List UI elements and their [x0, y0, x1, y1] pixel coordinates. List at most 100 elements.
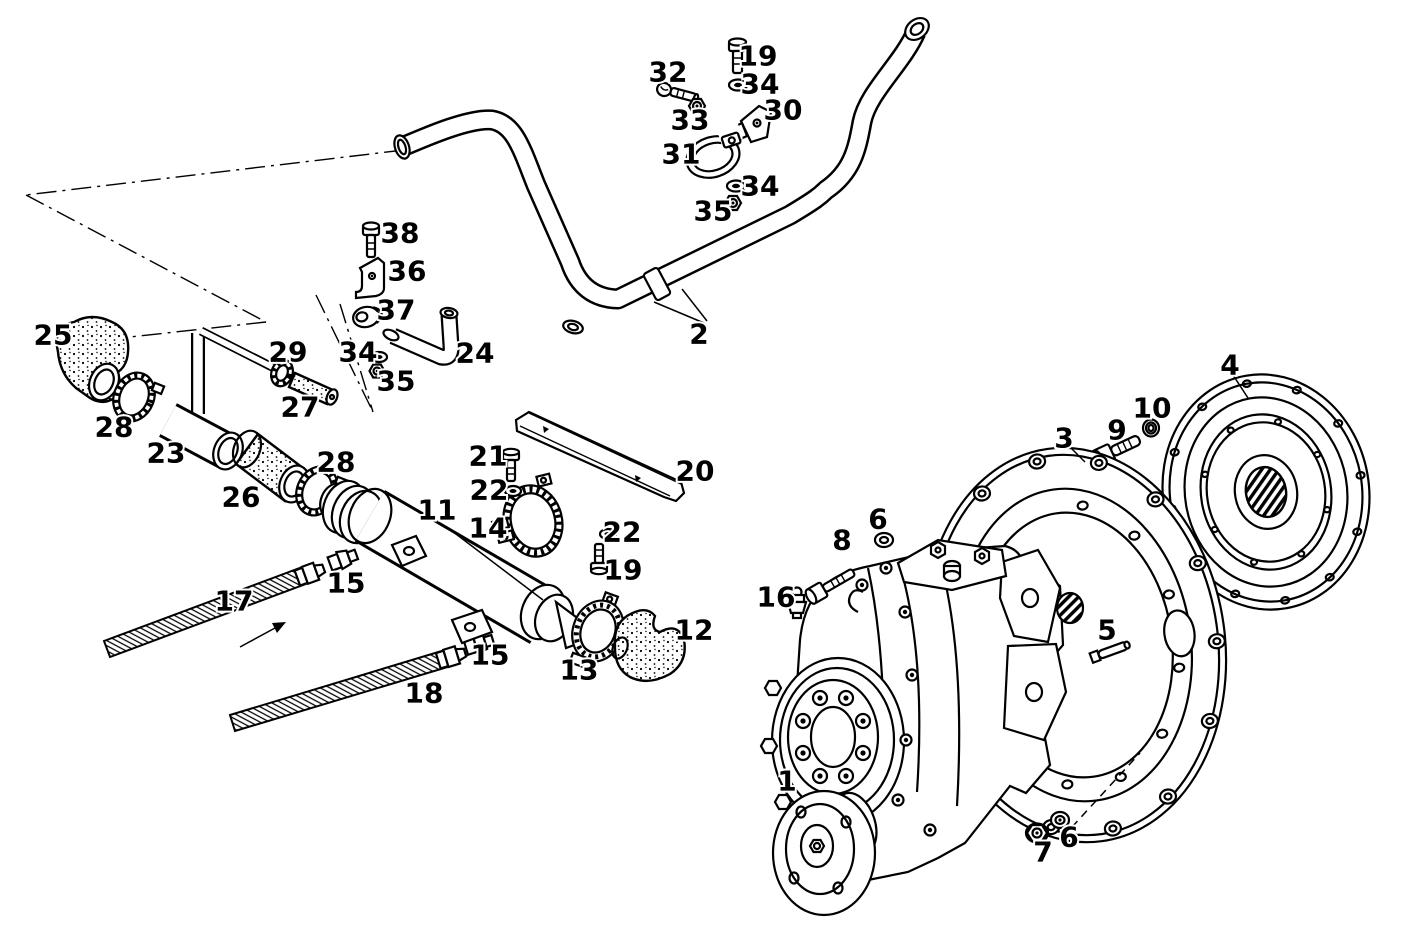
callout-21-22: 21 [469, 440, 508, 473]
callout-15-32: 15 [471, 639, 510, 672]
washer-22-upper [503, 484, 523, 498]
nut-35-left [368, 363, 386, 379]
callout-32-2: 32 [649, 56, 688, 89]
plate-inner-holes [1061, 500, 1186, 790]
callout-26-18: 26 [222, 481, 261, 514]
callout-25-15: 25 [34, 319, 73, 352]
top-clamp-hardware [656, 37, 773, 212]
screw-32 [656, 81, 700, 104]
callout-36-10: 36 [388, 255, 427, 288]
callout-13-33: 13 [560, 654, 599, 687]
bolt-38 [361, 221, 381, 259]
left-hose-assembly [55, 315, 349, 517]
callout-34-1: 34 [741, 68, 780, 101]
mount-arm-upper [998, 548, 1062, 644]
pipe-end-tab [562, 319, 584, 335]
callout-22-23: 22 [470, 474, 509, 507]
bell-bolts [794, 689, 872, 785]
callout-19-0: 19 [739, 40, 778, 73]
fitting-15-lower [462, 633, 496, 657]
bolt-19-lower [589, 542, 609, 576]
callout-24-14: 24 [456, 337, 495, 370]
washer-22-lower [598, 527, 618, 541]
callout-10-36: 10 [1133, 392, 1172, 425]
cooler-lug-upper [390, 534, 428, 568]
callout-12-34: 12 [675, 614, 714, 647]
cooler-lug-lower [450, 608, 494, 645]
callout-14-24: 14 [469, 512, 508, 545]
washer-10 [1141, 418, 1161, 438]
callout-23-17: 23 [147, 437, 186, 470]
rubber-elbow-12 [613, 609, 686, 682]
callout-2-8: 2 [689, 318, 708, 351]
plate-oval-cutout [1163, 609, 1196, 658]
callout-16-41: 16 [757, 581, 796, 614]
callout-9-37: 9 [1107, 414, 1126, 447]
washer-6-upper [873, 531, 895, 549]
callout-7-44: 7 [1033, 836, 1052, 869]
callout-11-28: 11 [418, 494, 457, 527]
ring-29 [270, 358, 294, 388]
pipe-sleeve [642, 266, 672, 302]
leader-lines [451, 288, 1249, 828]
nut-35-top [723, 194, 743, 212]
housing-bolts [855, 561, 937, 837]
washer-34-mid [725, 179, 747, 193]
callout-6-45: 6 [1059, 821, 1078, 854]
callout-29-20: 29 [269, 336, 308, 369]
disc-inner-holes [1200, 418, 1332, 566]
callout-31-5: 31 [662, 138, 701, 171]
mount-arm-lower [1002, 642, 1068, 742]
bracket-20 [514, 410, 686, 503]
oil-cooler-assembly [102, 410, 686, 733]
fitting-15-upper [326, 548, 360, 572]
callout-5-42: 5 [1097, 614, 1116, 647]
callout-1-43: 1 [777, 765, 796, 798]
clamp-31 [685, 123, 743, 179]
dipstick-5 [1088, 640, 1131, 665]
washer-34-top [727, 78, 749, 92]
bolt-21 [501, 447, 521, 483]
callout-19-27: 19 [604, 554, 643, 587]
clamp-14 [490, 472, 564, 558]
bolt-8 [804, 568, 856, 605]
bracket-36-group [352, 221, 389, 379]
washer-34-left [369, 350, 389, 364]
flow-direction-arrow [239, 622, 286, 648]
callout-15-29: 15 [327, 567, 366, 600]
hose-17-end-nut [293, 561, 327, 587]
callout-28-16: 28 [95, 411, 134, 444]
gearbox-1 [759, 531, 1131, 917]
callout-30-4: 30 [764, 94, 803, 127]
callout-35-13: 35 [377, 365, 416, 398]
nut-33 [687, 97, 707, 115]
washer-6-lower [1049, 810, 1071, 830]
nut-7 [1024, 822, 1050, 844]
callout-35-7: 35 [694, 195, 733, 228]
callout-33-3: 33 [671, 104, 710, 137]
pipe-assembly-2 [393, 16, 930, 335]
callout-22-26: 22 [603, 516, 642, 549]
spline-shaft [1055, 591, 1085, 625]
callout-6-39: 6 [868, 503, 887, 536]
callout-8-40: 8 [832, 524, 851, 557]
callout-37-11: 37 [377, 294, 416, 327]
clamp-28-left [112, 371, 166, 423]
callout-34-12: 34 [339, 336, 378, 369]
breather-fitting-16 [786, 586, 808, 620]
grommet-37 [352, 305, 383, 329]
callout-28-19: 28 [317, 446, 356, 479]
elbow-pipe-24 [382, 306, 460, 366]
callout-34-6: 34 [741, 170, 780, 203]
callout-27-21: 27 [281, 391, 320, 424]
callout-38-9: 38 [381, 217, 420, 250]
hose-18-end-nut [434, 644, 468, 670]
callout-17-30: 17 [215, 585, 254, 618]
bolt-19-top [727, 37, 748, 75]
callout-4-35: 4 [1220, 349, 1239, 382]
phantom-lines [25, 149, 405, 413]
callout-18-31: 18 [405, 677, 444, 710]
